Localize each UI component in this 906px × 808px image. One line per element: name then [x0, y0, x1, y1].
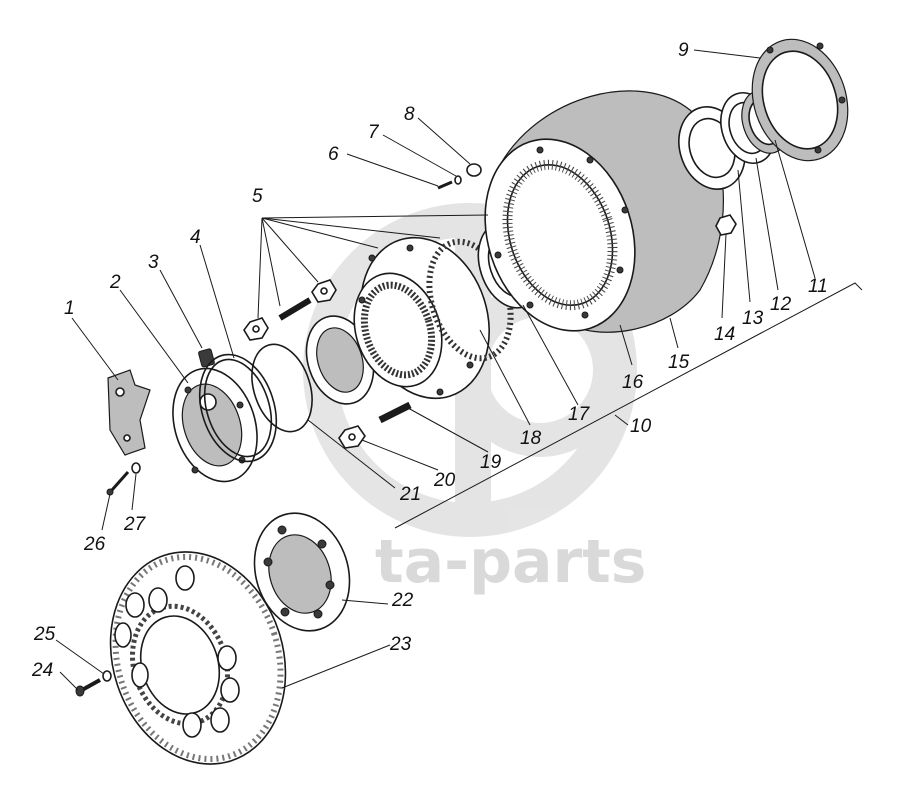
callout-2: 2 [109, 272, 121, 293]
part-23-brake-disc [109, 551, 287, 765]
part-24-bolt [75, 678, 101, 697]
part-6-screw [437, 180, 453, 190]
part-19-stud [378, 401, 412, 424]
callout-20: 20 [433, 470, 456, 491]
part-22-hub-cover [253, 512, 351, 632]
part-21-snap-ring [251, 343, 313, 433]
callout-17: 17 [568, 404, 591, 425]
part-9-flange [751, 38, 849, 162]
part-25-washer [102, 670, 112, 682]
leader-lines [55, 49, 816, 691]
callout-26: 26 [83, 534, 106, 555]
callout-11: 11 [808, 276, 828, 297]
part-26-screw [106, 471, 130, 496]
callout-15: 15 [668, 352, 690, 373]
callout-12: 12 [770, 294, 792, 315]
callout-24: 24 [31, 660, 53, 681]
callout-22: 22 [391, 590, 414, 611]
part-3-plug [198, 348, 215, 368]
part-1-bracket [107, 369, 151, 456]
part-18-hub [353, 236, 514, 400]
part-5-studs-and-nuts [243, 279, 337, 341]
callout-5: 5 [252, 186, 263, 207]
part-8-plate [466, 163, 482, 177]
callout-13: 13 [742, 308, 764, 329]
part-14-nut [715, 214, 737, 236]
callout-16: 16 [622, 372, 644, 393]
part-20-nut [338, 425, 366, 449]
callout-labels: 1 2 3 4 5 6 7 8 9 10 11 12 13 14 15 16 1… [31, 40, 828, 681]
callout-27: 27 [123, 514, 147, 535]
callout-19: 19 [480, 452, 502, 473]
callout-18: 18 [520, 428, 542, 449]
watermark-text: ta-parts [375, 527, 647, 597]
callout-23: 23 [389, 634, 412, 655]
part-4-gasket [198, 353, 278, 463]
callout-3: 3 [148, 252, 159, 273]
callout-10: 10 [630, 416, 652, 437]
callout-25: 25 [33, 624, 56, 645]
part-16-brake-drum [484, 90, 724, 333]
callout-6: 6 [328, 144, 339, 165]
part-27-washer [131, 462, 141, 474]
part-7-washer [454, 175, 462, 185]
callout-7: 7 [368, 122, 380, 143]
callout-14: 14 [714, 324, 735, 345]
callout-21: 21 [399, 484, 421, 505]
part-2-cover-housing [172, 367, 258, 483]
callout-1: 1 [64, 298, 75, 319]
callout-4: 4 [190, 227, 201, 248]
callout-9: 9 [678, 40, 689, 61]
callout-8: 8 [404, 104, 415, 125]
assembly-bracket-10 [394, 282, 863, 529]
